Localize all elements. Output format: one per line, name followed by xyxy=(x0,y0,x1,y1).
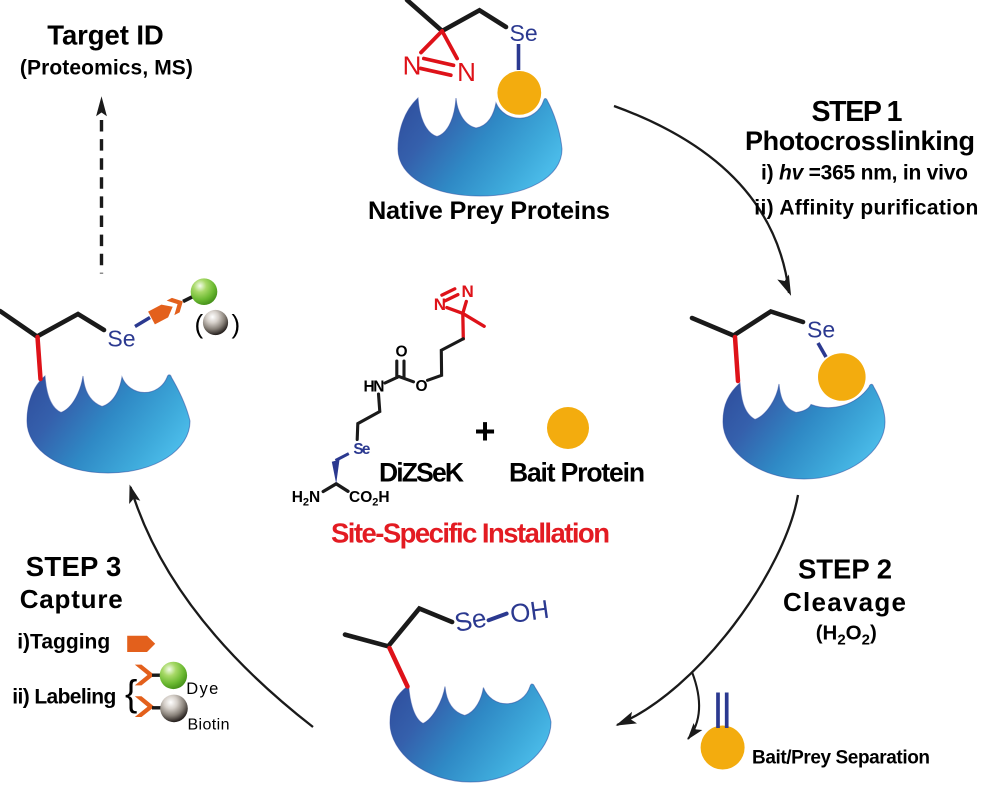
svg-text:O: O xyxy=(416,378,428,395)
svg-text:ii) Labeling: ii) Labeling xyxy=(12,686,116,709)
svg-text:(Proteomics, MS): (Proteomics, MS) xyxy=(20,56,193,79)
svg-text:i) hv =365 nm, in vivo: i) hv =365 nm, in vivo xyxy=(761,162,968,185)
svg-text:N: N xyxy=(434,295,446,314)
svg-text:Se: Se xyxy=(807,317,835,343)
svg-text:Dye: Dye xyxy=(186,680,218,698)
svg-text:): ) xyxy=(232,309,241,339)
svg-text:H2N: H2N xyxy=(292,489,321,509)
svg-text:Photocrosslinking: Photocrosslinking xyxy=(745,126,975,156)
svg-text:DiZSeK: DiZSeK xyxy=(379,458,464,488)
svg-text:+: + xyxy=(475,411,496,452)
svg-text:Se: Se xyxy=(452,602,489,638)
svg-text:(H2O2): (H2O2) xyxy=(816,622,877,649)
svg-text:{: { xyxy=(125,673,137,714)
svg-text:Biotin: Biotin xyxy=(188,716,230,733)
svg-text:STEP 2: STEP 2 xyxy=(798,554,892,585)
svg-text:Site-Specific Installation: Site-Specific Installation xyxy=(331,517,610,548)
svg-text:Se: Se xyxy=(107,326,135,352)
svg-text:Bait Protein: Bait Protein xyxy=(509,458,645,488)
svg-text:O: O xyxy=(396,344,408,361)
svg-text:Target ID: Target ID xyxy=(47,20,164,51)
svg-text:i)Tagging: i)Tagging xyxy=(17,630,110,653)
svg-text:ii) Affinity purification: ii) Affinity purification xyxy=(754,196,978,219)
svg-text:Native Prey Proteins: Native Prey Proteins xyxy=(368,197,610,225)
svg-text:Se: Se xyxy=(510,20,538,46)
svg-text:N: N xyxy=(462,282,474,301)
svg-text:Se: Se xyxy=(353,441,370,458)
svg-text:OH: OH xyxy=(508,594,551,629)
svg-text:Capture: Capture xyxy=(20,584,123,614)
svg-text:(: ( xyxy=(195,309,204,339)
svg-text:Bait/Prey Separation: Bait/Prey Separation xyxy=(752,748,930,769)
svg-text:STEP 3: STEP 3 xyxy=(26,551,122,582)
svg-text:STEP 1: STEP 1 xyxy=(812,96,903,128)
svg-text:N: N xyxy=(403,51,422,81)
svg-text:HN: HN xyxy=(364,379,385,396)
svg-text:CO2H: CO2H xyxy=(349,489,390,509)
svg-text:Cleavage: Cleavage xyxy=(783,587,906,617)
svg-text:N: N xyxy=(457,57,476,87)
